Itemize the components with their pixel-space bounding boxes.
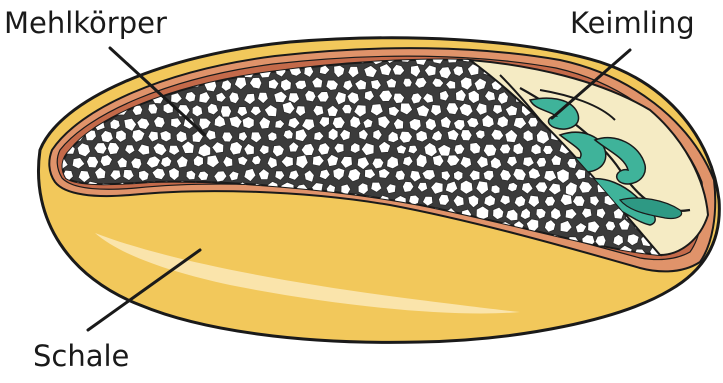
endosperm-cell [57, 104, 67, 116]
label-endosperm: Mehlkörper [4, 9, 167, 38]
endosperm-cell [658, 54, 668, 65]
endosperm-cell [416, 130, 428, 142]
label-germ: Keimling [570, 9, 695, 38]
endosperm-cell [100, 50, 112, 63]
endosperm-cell [678, 93, 690, 103]
endosperm-cell [507, 182, 517, 192]
endosperm-cell [657, 80, 667, 90]
endosperm-cell [403, 78, 412, 87]
endosperm-cell [672, 78, 683, 89]
endosperm-cell [221, 106, 232, 118]
endosperm-cell [109, 65, 120, 75]
endosperm-cell [159, 51, 173, 63]
endosperm-cell [146, 53, 157, 64]
endosperm-cell [70, 54, 82, 65]
endosperm-cell [678, 66, 691, 79]
endosperm-cell [64, 66, 75, 77]
label-husk: Schale [33, 342, 129, 371]
endosperm-cell [86, 80, 96, 89]
endosperm-cell [96, 65, 105, 75]
endosperm-cell [628, 54, 638, 65]
endosperm-cell [491, 185, 500, 194]
endosperm-cell [132, 52, 142, 63]
endosperm-cell [58, 53, 68, 63]
endosperm-cell [79, 67, 90, 79]
endosperm-cell [648, 67, 659, 78]
endosperm-cell [85, 50, 97, 64]
endosperm-cell [633, 65, 645, 76]
endosperm-cell [65, 93, 76, 105]
endosperm-cell [70, 77, 82, 89]
endosperm-cell [673, 52, 684, 64]
endosperm-cell [641, 54, 652, 65]
endosperm-cell [665, 66, 678, 77]
endosperm-cell [57, 76, 69, 90]
